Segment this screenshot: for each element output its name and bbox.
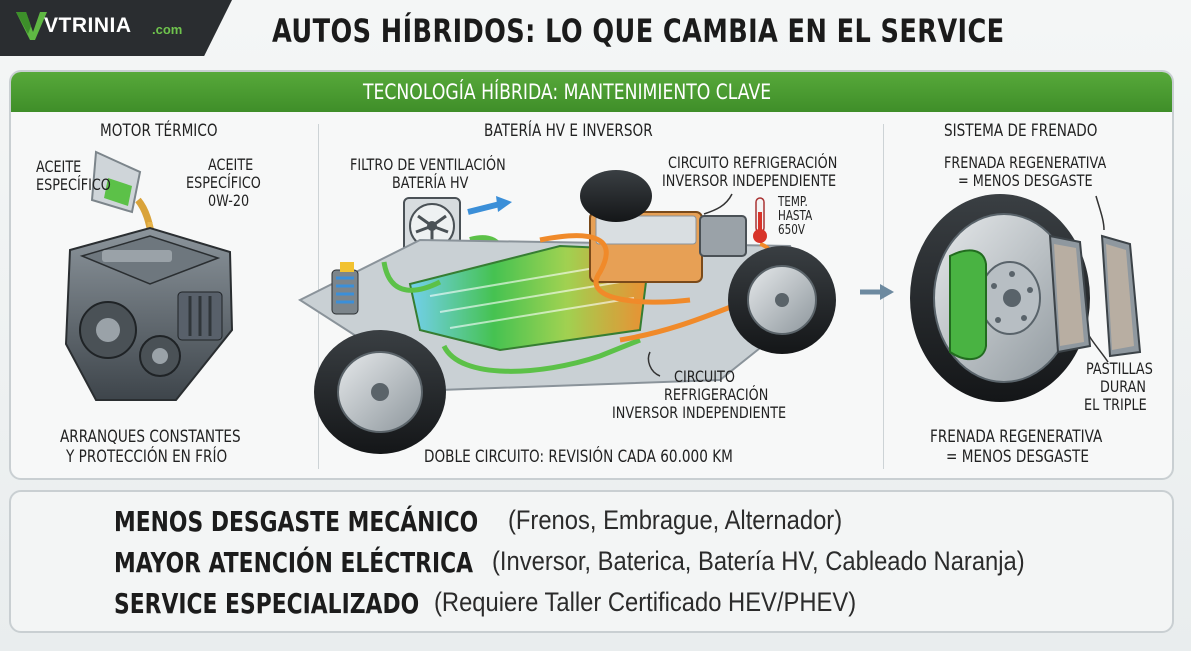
logo-tab: VTRINIA .com (0, 0, 232, 56)
car-chassis (297, 211, 822, 392)
battery-caption: DOBLE CIRCUITO: REVISIÓN CADA 60.000 KM (424, 447, 733, 467)
summary-detail: (Frenos, Embrague, Alternador) (508, 505, 843, 535)
engine-block-icon (64, 226, 234, 401)
summary-detail: (Requiere Taller Certificado HEV/PHEV) (434, 587, 857, 617)
summary-strong: MENOS DESGASTE MECÁNICO (114, 505, 479, 538)
temp-label-line2: HASTA (778, 209, 813, 224)
oil-bottle-icon (90, 150, 158, 247)
summary-strong: MAYOR ATENCIÓN ELÉCTRICA (114, 546, 474, 579)
page-title: AUTOS HÍBRIDOS: LO QUE CAMBIA EN EL SERV… (272, 12, 1005, 50)
oil-right-label-line2: ESPECÍFICO (186, 173, 261, 192)
motor-heading: MOTOR TÉRMICO (100, 121, 218, 141)
filter-label-line2: BATERÍA HV (392, 173, 469, 192)
filter-label-line1: FILTRO DE VENTILACIÓN (350, 155, 506, 174)
brakes-caption-line2: = MENOS DESGASTE (946, 447, 1089, 467)
logo-name: VTRINIA (44, 14, 132, 37)
brake-pad-inner-icon (1048, 234, 1092, 354)
flow-arrow-icon (860, 284, 894, 300)
summary-strong: SERVICE ESPECIALIZADO (114, 587, 420, 620)
cooling-bottom-line3: INVERSOR INDEPENDIENTE (612, 403, 787, 422)
cooling-top-line2: INVERSOR INDEPENDIENTE (662, 171, 837, 190)
panel-band-title: TECNOLOGÍA HÍBRIDA: MANTENIMIENTO CLAVE (363, 80, 772, 104)
brakes-heading: SISTEMA DE FRENADO (944, 121, 1098, 141)
oil-left-label-line2: ESPECÍFICO (36, 175, 111, 194)
brakes-caption-line1: FRENADA REGENERATIVA (930, 427, 1103, 447)
motor-caption-line1: ARRANQUES CONSTANTES (60, 427, 241, 447)
wheel-front-left (314, 330, 446, 454)
brakes-top-label-line1: FRENADA REGENERATIVA (944, 153, 1107, 172)
cooling-top-line1: CIRCUITO REFRIGERACIÓN (668, 153, 838, 172)
temp-label-line1: TEMP. (778, 195, 808, 210)
oil-right-label-line1: ACEITE (208, 155, 254, 174)
pads-label-line2: DURAN (1100, 377, 1146, 396)
logo-suffix: .com (152, 22, 183, 37)
thermometer-icon (753, 197, 767, 243)
brake-caliper-icon (949, 249, 987, 361)
brakes-top-label-line2: = MENOS DESGASTE (958, 171, 1093, 190)
pads-label-line1: PASTILLAS (1086, 359, 1153, 378)
summary-box (9, 490, 1174, 633)
motor-caption-line2: Y PROTECCIÓN EN FRÍO (66, 447, 228, 467)
battery-heading: BATERÍA HV E INVERSOR (484, 121, 653, 141)
vtrinia-logo-icon (16, 12, 47, 40)
airflow-arrow-icon (467, 196, 512, 215)
cooling-bottom-line2: REFRIGERACIÓN (664, 385, 769, 404)
brake-pad-outer-icon (1100, 234, 1142, 358)
cooling-bottom-line1: CIRCUITO (674, 367, 735, 386)
panel-band (11, 72, 1172, 112)
oil-left-label-line1: ACEITE (36, 157, 82, 176)
wheel-rear-right (728, 246, 836, 354)
wheel-rear-left (580, 170, 652, 222)
summary-detail: (Inversor, Baterica, Batería HV, Cablead… (492, 546, 1025, 576)
pads-label-line3: EL TRIPLE (1084, 395, 1147, 414)
front-suspension-icon (331, 262, 359, 315)
temp-label-line3: 650V (778, 223, 805, 238)
oil-right-label-line3: 0W-20 (208, 191, 250, 210)
